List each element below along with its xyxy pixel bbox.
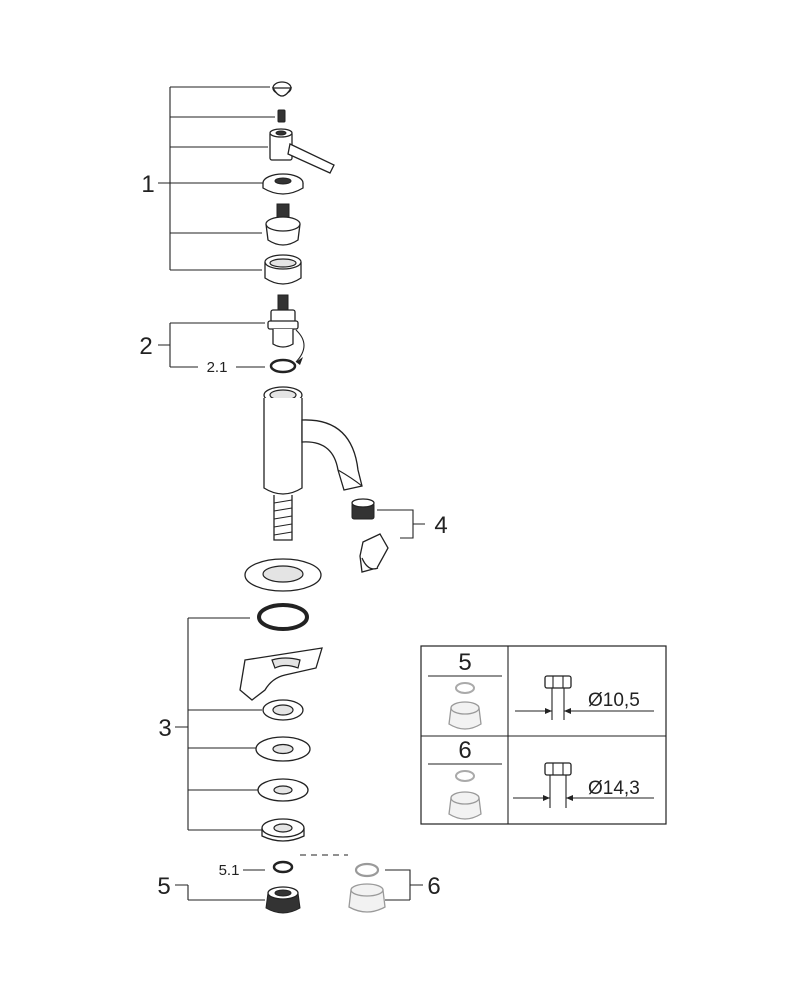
lever-handle [269,128,335,174]
group-6-connection [348,862,423,913]
group-2-cartridge [158,294,305,374]
group-3-mounting-set [175,617,323,842]
callout-6: 6 [427,873,440,900]
group-5-connection [175,860,301,914]
base-o-ring [257,603,309,631]
callout-2: 2 [139,333,152,360]
callout-2-1: 2.1 [207,359,228,376]
dimension-symbol-row5 [515,675,654,720]
table-row-5-number: 5 [458,649,471,676]
table-row-6-number: 6 [458,737,471,764]
group-4-aerator [351,498,425,573]
legend-table: 5 Ø10,5 6 Ø14,3 [420,645,667,825]
callout-5: 5 [157,873,170,900]
callout-3: 3 [158,715,171,742]
faucet-body [263,386,363,541]
group-1-handle-assembly [158,81,335,285]
table-row-6-dimension: Ø14,3 [588,778,640,799]
callout-1: 1 [141,171,154,198]
callout-5-1: 5.1 [219,862,240,879]
dimension-symbol-row6 [513,762,654,808]
callout-4: 4 [434,512,447,539]
table-row-5-dimension: Ø10,5 [588,690,640,711]
